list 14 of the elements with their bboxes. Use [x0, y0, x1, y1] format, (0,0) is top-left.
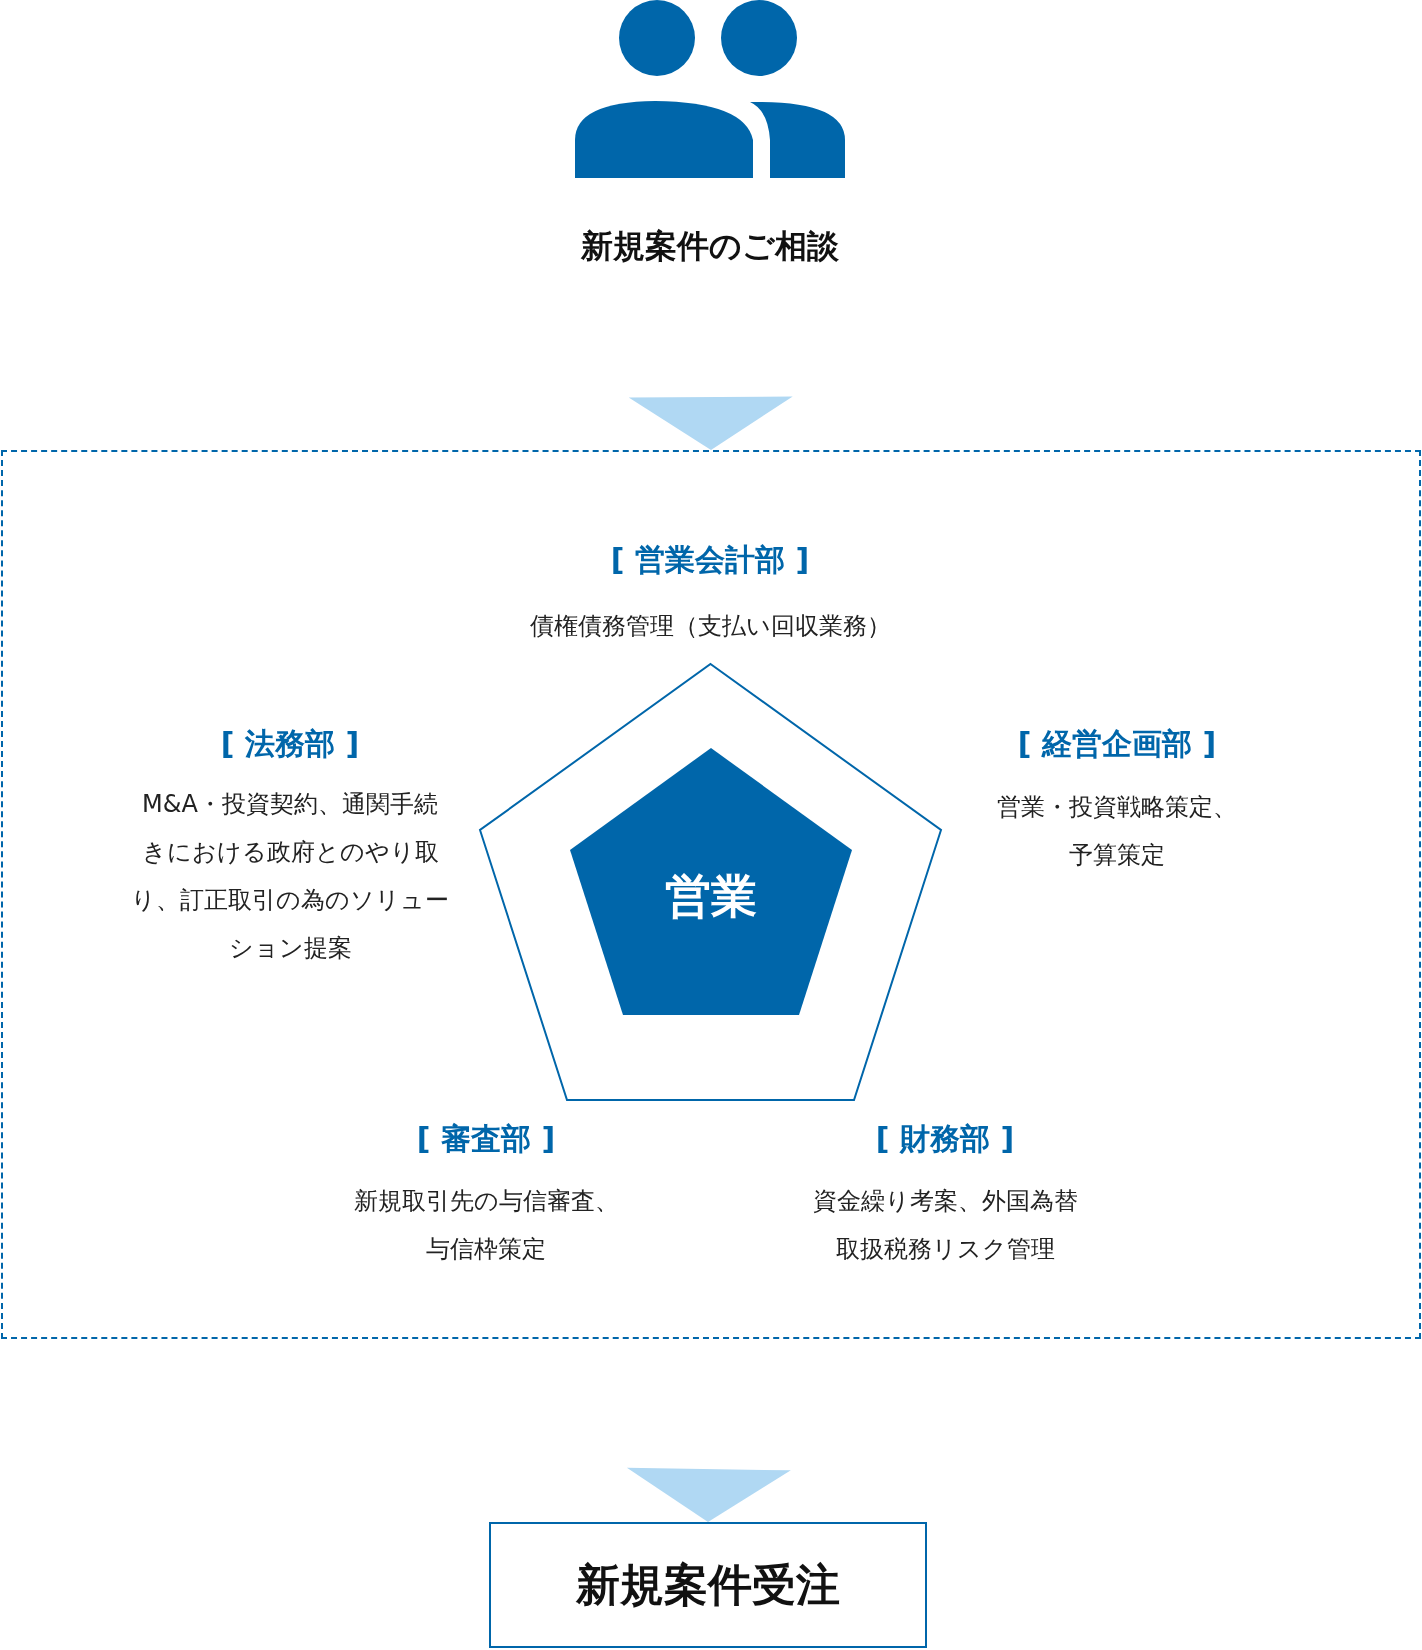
department-description: 資金繰り考案、外国為替取扱税務リスク管理	[811, 1186, 1079, 1265]
department-heading: [ 経営企画部 ]	[1016, 725, 1218, 763]
department-description: 新規取引先の与信審査、与信枠策定	[352, 1186, 620, 1265]
dashed-group-frame	[1, 450, 1421, 1339]
department-heading: [ 営業会計部 ]	[609, 541, 811, 579]
department-description: 営業・投資戦略策定、予算策定	[996, 792, 1238, 871]
department-heading: [ 法務部 ]	[219, 725, 361, 763]
result-box: 新規案件受注	[489, 1522, 927, 1648]
node-label: 営業	[664, 868, 758, 925]
department-heading: [ 審査部 ]	[415, 1120, 557, 1158]
department-description: 債権債務管理（支払い回収業務）	[528, 611, 892, 642]
department-description: M&A・投資契約、通関手続きにおける政府とのやり取り、訂正取引の為のソリューション提案	[131, 789, 449, 964]
department-heading: [ 財務部 ]	[874, 1120, 1016, 1158]
node-label: 新規案件のご相談	[580, 226, 840, 267]
